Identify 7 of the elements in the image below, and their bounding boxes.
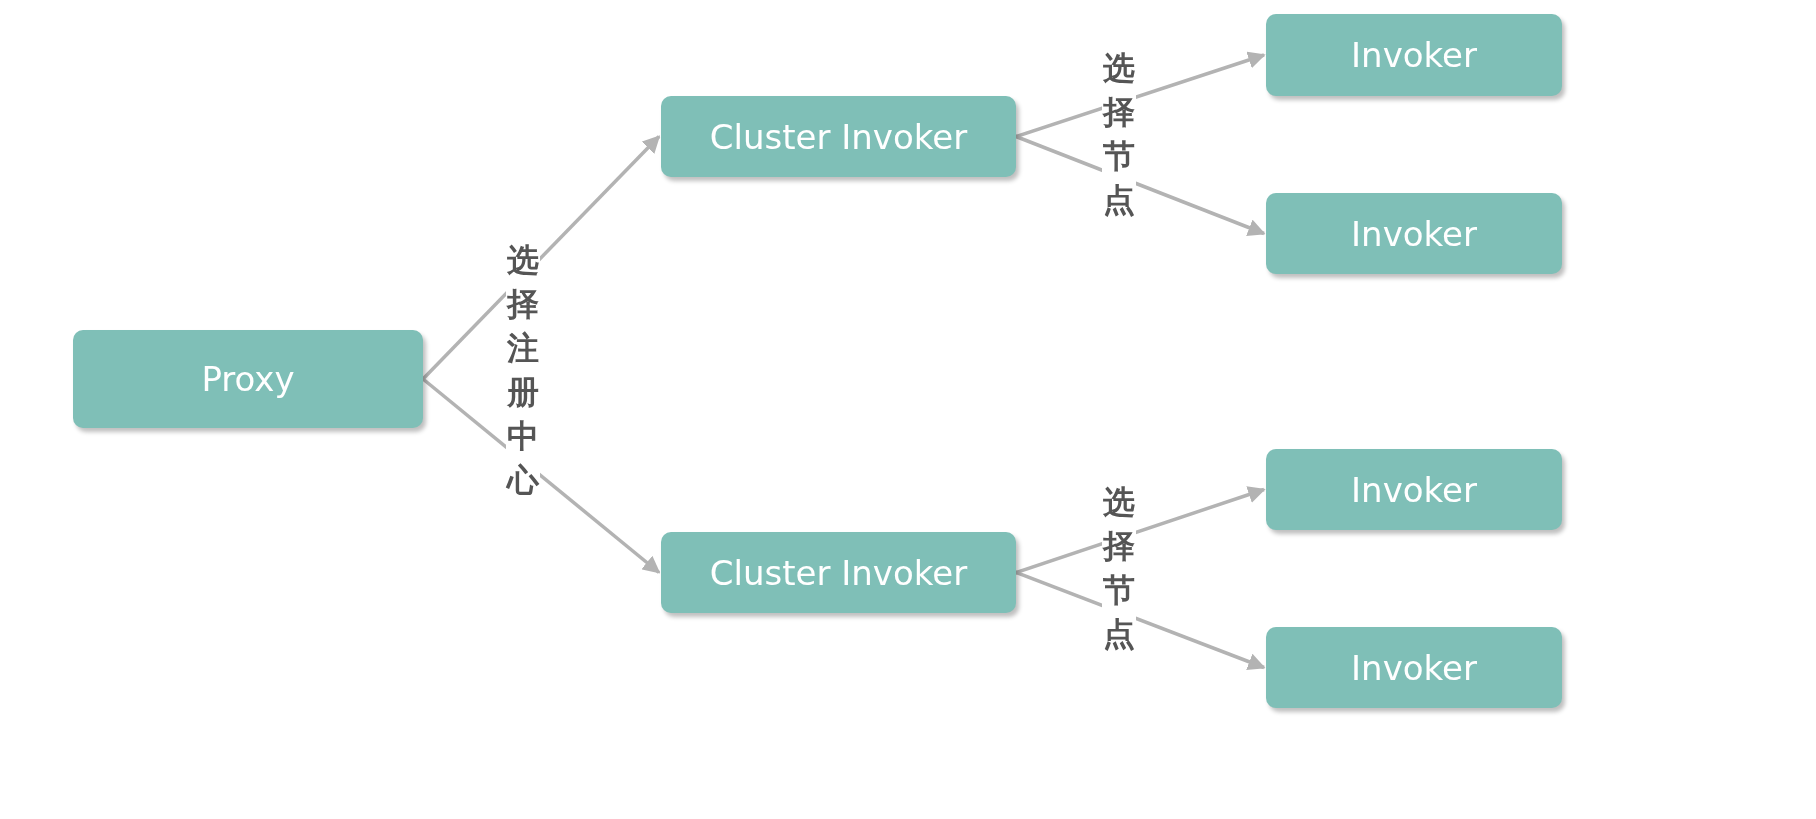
process-box: Cluster Invoker (661, 532, 1016, 613)
process-box: Invoker (1266, 193, 1562, 274)
process-box: Invoker (1266, 449, 1562, 530)
process-box: Cluster Invoker (661, 96, 1016, 177)
process-box: Invoker (1266, 14, 1562, 96)
process-box: Invoker (1266, 627, 1562, 708)
process-box: Proxy (73, 330, 423, 428)
